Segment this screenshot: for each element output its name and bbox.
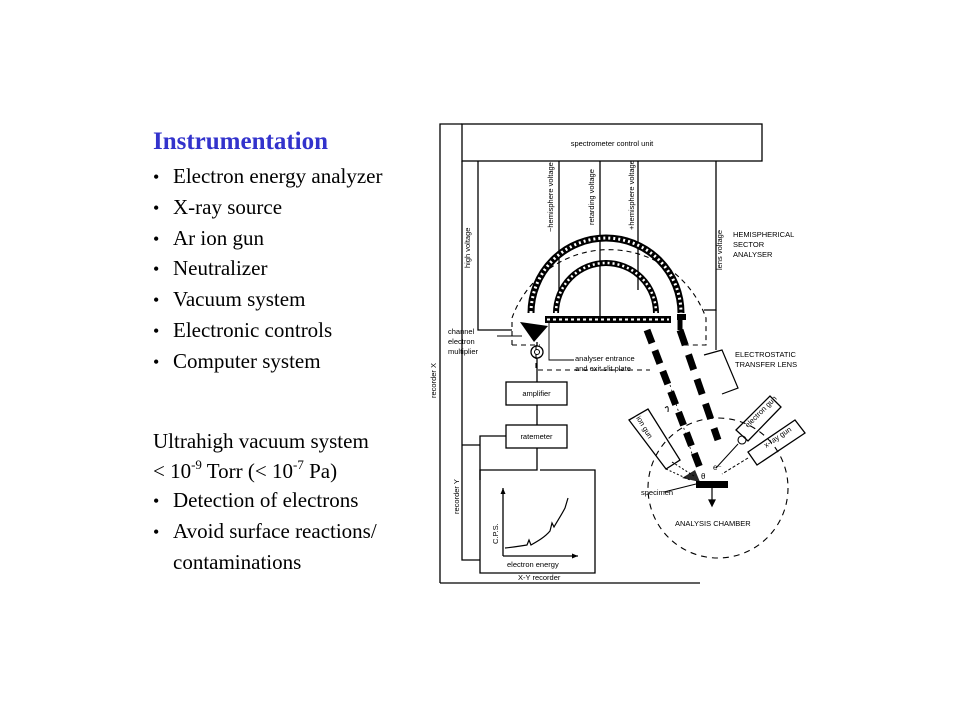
slit-plate-label-2: and exit slit plate — [575, 364, 631, 373]
high-voltage-label: high voltage — [463, 228, 472, 268]
theta-symbol: θ — [701, 472, 706, 481]
cem-label-1: channel — [448, 327, 475, 336]
bullet-item: Ar ion gun — [153, 224, 383, 255]
vacuum-envelope — [511, 249, 707, 346]
bullet-item: X-ray source — [153, 193, 383, 224]
electron-gun-label: electron gun — [743, 394, 779, 430]
etl-label-2: TRANSFER LENS — [735, 360, 797, 369]
recorder-x-label: recorder X — [429, 363, 438, 398]
hsa-label-2: SECTOR — [733, 240, 765, 249]
transfer-lens — [643, 328, 722, 470]
recorder-y-label: recorder Y — [452, 479, 461, 514]
bullet-item: Electronic controls — [153, 316, 383, 347]
xy-recorder-label: X-Y recorder — [518, 573, 561, 582]
ion-gun-label: ion gun — [634, 414, 654, 440]
pressure-suffix: Pa) — [303, 458, 338, 483]
uhv-heading: Ultrahigh vacuum system — [153, 429, 369, 453]
uhv-point: Detection of electrons — [153, 486, 377, 517]
uhv-pressure: < 10-9 Torr (< 10-7 Pa) — [153, 457, 377, 487]
etl-label-1: ELECTROSTATIC — [735, 350, 797, 359]
specimen-label: specimen — [641, 488, 673, 497]
hsa-label-3: ANALYSER — [733, 250, 773, 259]
uhv-point-text: Avoid surface reactions/ — [173, 518, 377, 543]
uhv-points: Detection of electrons Avoid surface rea… — [153, 486, 377, 577]
cem-label-2: electron — [448, 337, 475, 346]
xray-gun — [721, 419, 806, 475]
uhv-section: Ultrahigh vacuum system < 10-9 Torr (< 1… — [153, 427, 377, 577]
control-unit-label: spectrometer control unit — [571, 139, 654, 148]
amplifier-label: amplifier — [522, 389, 551, 398]
channel-electron-multiplier — [520, 322, 548, 342]
instrumentation-list: Electron energy analyzer X-ray source Ar… — [153, 162, 383, 378]
uhv-point: Avoid surface reactions/contaminations — [153, 517, 377, 578]
slide-title: Instrumentation — [153, 128, 329, 155]
plus-hemisphere-voltage-label: +hemisphere voltage — [627, 160, 636, 230]
uhv-point-text: Detection of electrons — [173, 488, 359, 512]
lens-voltage-label: lens voltage — [715, 230, 724, 270]
analysis-chamber-label: ANALYSIS CHAMBER — [675, 519, 751, 528]
spectrum-trace — [504, 497, 569, 549]
cem-label-3: multiplier — [448, 347, 479, 356]
pressure-exponent-pa: -7 — [293, 456, 304, 472]
hsa-label-1: HEMISPHERICAL — [733, 230, 794, 239]
outer-hemisphere — [527, 234, 685, 314]
bullet-item: Neutralizer — [153, 254, 383, 285]
bullet-item: Electron energy analyzer — [153, 162, 383, 193]
inner-hemisphere — [553, 260, 659, 314]
ratemeter-label: ratemeter — [520, 432, 553, 441]
electron-symbol: e⁻ — [713, 463, 722, 472]
pressure-mid: Torr (< 10 — [201, 458, 293, 483]
bullet-item: Computer system — [153, 347, 383, 378]
uhv-point-continuation: contaminations — [173, 549, 302, 574]
pressure-exponent-torr: -9 — [191, 456, 202, 472]
control-unit-box — [461, 123, 763, 162]
analysis-chamber — [647, 417, 789, 559]
pressure-prefix: < 10 — [153, 458, 192, 483]
xray-gun-label: x-ray gun — [762, 425, 793, 450]
specimen-holder — [696, 481, 728, 488]
retarding-voltage-label: retarding voltage — [587, 169, 596, 225]
cps-label: C.P.S. — [491, 523, 500, 544]
electron-gun — [715, 395, 782, 469]
minus-hemisphere-voltage-label: −hemisphere voltage — [546, 162, 555, 232]
electron-energy-label: electron energy — [507, 560, 559, 569]
slit-plate-label-1: analyser entrance — [575, 354, 635, 363]
bullet-item: Vacuum system — [153, 285, 383, 316]
